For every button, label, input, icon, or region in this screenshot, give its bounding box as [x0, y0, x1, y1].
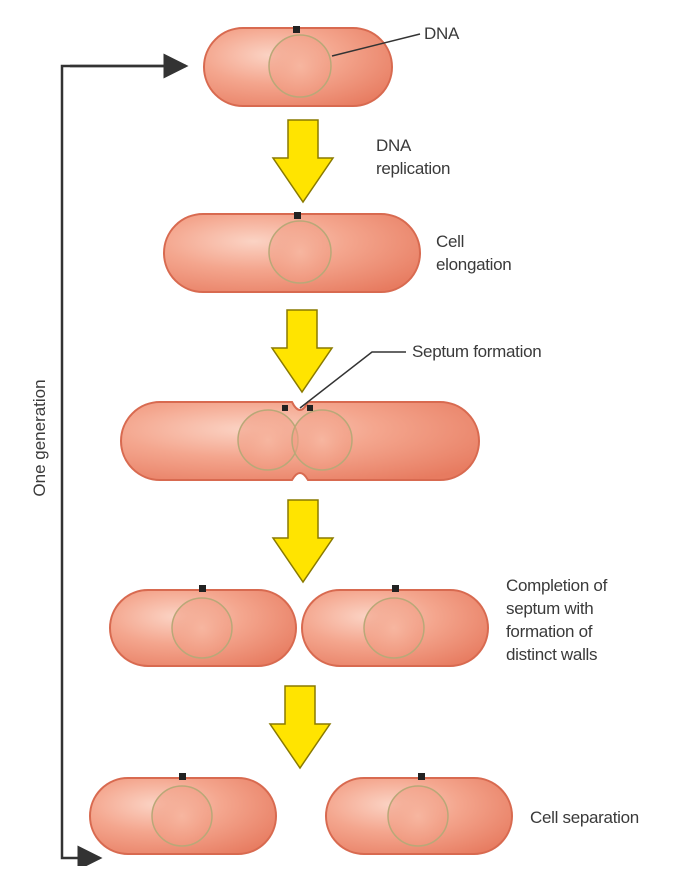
nucleoid: [292, 410, 352, 470]
cell-stage-4-right: [302, 585, 488, 666]
label-line: DNA: [376, 134, 450, 157]
cell-stage-1: [204, 26, 392, 106]
label-line: replication: [376, 157, 450, 180]
nucleoid: [238, 410, 298, 470]
arrow-4: [270, 686, 330, 768]
label-cell-elongation: Cell elongation: [436, 230, 511, 276]
label-line: Cell: [436, 230, 511, 253]
dna-dot: [199, 585, 206, 592]
nucleoid: [152, 786, 212, 846]
label-line: distinct walls: [506, 643, 607, 666]
dna-dot: [392, 585, 399, 592]
nucleoid: [172, 598, 232, 658]
nucleoid: [388, 786, 448, 846]
dna-dot: [418, 773, 425, 780]
label-line: elongation: [436, 253, 511, 276]
cell-stage-5-left: [90, 773, 276, 854]
label-completion: Completion of septum with formation of d…: [506, 574, 607, 666]
dna-dot: [294, 212, 301, 219]
cell-stage-2: [164, 212, 420, 292]
dna-dot: [307, 405, 313, 411]
label-dna: DNA: [424, 22, 459, 45]
cell-stage-3: [121, 402, 479, 480]
cell-stage-4-left: [110, 585, 296, 666]
dna-dot: [179, 773, 186, 780]
nucleoid: [364, 598, 424, 658]
cell-stage-5-right: [326, 773, 512, 854]
dna-dot: [282, 405, 288, 411]
nucleoid: [269, 221, 331, 283]
label-line: septum with: [506, 597, 607, 620]
arrow-3: [273, 500, 333, 582]
nucleoid: [269, 35, 331, 97]
dna-dot: [293, 26, 300, 33]
label-septum-formation: Septum formation: [412, 340, 541, 363]
label-cell-separation: Cell separation: [530, 806, 639, 829]
arrow-2: [272, 310, 332, 392]
label-line: Completion of: [506, 574, 607, 597]
label-line: formation of: [506, 620, 607, 643]
label-one-generation: One generation: [30, 358, 50, 518]
arrow-1: [273, 120, 333, 202]
label-dna-replication: DNA replication: [376, 134, 450, 180]
